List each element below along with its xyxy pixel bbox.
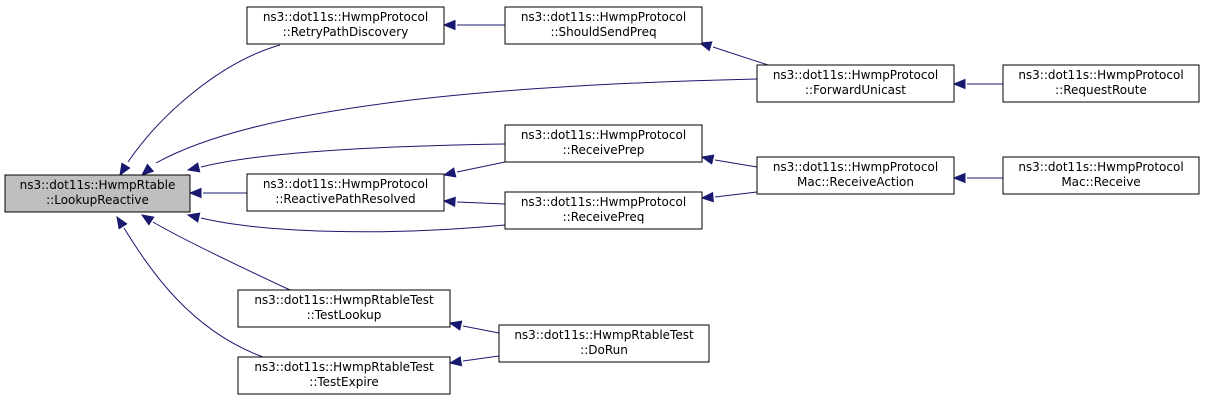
- edge-line: [200, 217, 506, 233]
- node-forward-unicast-line1: ns3::dot11s::HwmpProtocol: [773, 68, 938, 82]
- nodes-layer: ns3::dot11s::HwmpRtable ::LookupReactive…: [4, 6, 1200, 395]
- node-request-route-line1: ns3::dot11s::HwmpProtocol: [1018, 68, 1183, 82]
- edge-receive-preq-to-reactive-path-resolved: [442, 196, 506, 208]
- edge-reactive-path-resolved-to-lookup-reactive: [188, 187, 247, 199]
- edge-test-lookup-to-lookup-reactive: [140, 214, 291, 291]
- edge-forward-unicast-to-lookup-reactive: [140, 78, 758, 176]
- edge-should-send-preq-to-retry-path-discovery: [442, 19, 505, 31]
- node-forward-unicast[interactable]: ns3::dot11s::HwmpProtocol ::ForwardUnica…: [756, 64, 955, 103]
- edge-receive-action-to-receive-preq: [700, 191, 758, 203]
- node-do-run[interactable]: ns3::dot11s::HwmpRtableTest ::DoRun: [498, 324, 710, 363]
- node-should-send-preq[interactable]: ns3::dot11s::HwmpProtocol ::ShouldSendPr…: [504, 6, 703, 45]
- arrowhead: [116, 215, 128, 230]
- node-should-send-preq-line1: ns3::dot11s::HwmpProtocol: [521, 10, 686, 24]
- edge-receive-prep-to-reactive-path-resolved: [442, 161, 506, 178]
- node-do-run-line2: ::DoRun: [580, 343, 628, 357]
- arrowhead: [952, 172, 966, 184]
- node-receive-prep[interactable]: ns3::dot11s::HwmpProtocol ::ReceivePrep: [504, 124, 703, 163]
- edge-line: [127, 44, 281, 163]
- edge-forward-unicast-to-should-send-preq: [698, 41, 769, 66]
- edge-mac-receive-to-receive-action: [952, 172, 1003, 184]
- arrowhead: [186, 212, 201, 223]
- node-lookup-reactive-line2: ::LookupReactive: [46, 193, 149, 207]
- node-receive-action[interactable]: ns3::dot11s::HwmpProtocol Mac::ReceiveAc…: [756, 156, 955, 195]
- arrowhead: [140, 214, 155, 226]
- edge-line: [714, 159, 758, 168]
- arrowhead: [442, 167, 457, 178]
- node-reactive-path-resolved[interactable]: ns3::dot11s::HwmpProtocol ::ReactivePath…: [246, 173, 445, 212]
- node-do-run-line1: ns3::dot11s::HwmpRtableTest: [514, 328, 694, 342]
- node-test-expire-line2: ::TestExpire: [309, 375, 378, 389]
- node-request-route[interactable]: ns3::dot11s::HwmpProtocol ::RequestRoute: [1002, 64, 1200, 103]
- node-retry-path-discovery-line1: ns3::dot11s::HwmpProtocol: [263, 10, 428, 24]
- node-test-lookup-line2: ::TestLookup: [307, 308, 382, 322]
- edge-line: [155, 78, 758, 164]
- node-test-expire[interactable]: ns3::dot11s::HwmpRtableTest ::TestExpire: [237, 356, 451, 395]
- edge-line: [462, 355, 500, 362]
- edge-line: [123, 227, 264, 358]
- edge-line: [152, 221, 291, 291]
- node-receive-action-line1: ns3::dot11s::HwmpProtocol: [773, 160, 938, 174]
- node-test-lookup[interactable]: ns3::dot11s::HwmpRtableTest ::TestLookup: [237, 289, 451, 328]
- edge-line: [200, 143, 506, 168]
- edge-line: [714, 191, 758, 198]
- edge-retry-path-discovery-to-lookup-reactive: [119, 44, 281, 177]
- node-request-route-line2: ::RequestRoute: [1055, 83, 1147, 97]
- node-receive-preq-line1: ns3::dot11s::HwmpProtocol: [521, 195, 686, 209]
- node-lookup-reactive-line1: ns3::dot11s::HwmpRtable: [20, 178, 176, 192]
- node-receive-prep-line1: ns3::dot11s::HwmpProtocol: [521, 128, 686, 142]
- arrowhead: [186, 162, 201, 173]
- node-test-lookup-line1: ns3::dot11s::HwmpRtableTest: [254, 293, 434, 307]
- edge-line: [456, 161, 506, 173]
- node-receive-preq-line2: ::ReceivePreq: [563, 210, 645, 224]
- node-retry-path-discovery[interactable]: ns3::dot11s::HwmpProtocol ::RetryPathDis…: [246, 6, 445, 45]
- arrowhead: [952, 78, 966, 90]
- arrowhead: [448, 320, 463, 331]
- node-mac-receive-line2: Mac::Receive: [1061, 175, 1140, 189]
- edge-receive-preq-to-lookup-reactive: [186, 212, 506, 233]
- edge-do-run-to-test-lookup: [448, 320, 500, 334]
- arrowhead: [140, 163, 155, 176]
- edge-request-route-to-forward-unicast: [952, 78, 1003, 90]
- edge-receive-prep-to-lookup-reactive: [186, 143, 506, 173]
- node-receive-action-line2: Mac::ReceiveAction: [797, 175, 914, 189]
- node-should-send-preq-line2: ::ShouldSendPreq: [550, 25, 656, 39]
- node-reactive-path-resolved-line2: ::ReactivePathResolved: [275, 192, 415, 206]
- edge-line: [462, 325, 500, 334]
- edge-test-expire-to-lookup-reactive: [116, 215, 264, 358]
- node-retry-path-discovery-line2: ::RetryPathDiscovery: [283, 25, 409, 39]
- edge-do-run-to-test-expire: [448, 355, 500, 367]
- node-lookup-reactive[interactable]: ns3::dot11s::HwmpRtable ::LookupReactive: [4, 174, 191, 213]
- node-forward-unicast-line2: ::ForwardUnicast: [805, 83, 906, 97]
- edge-line: [456, 201, 506, 205]
- arrowhead: [698, 41, 713, 52]
- node-mac-receive[interactable]: ns3::dot11s::HwmpProtocol Mac::Receive: [1002, 156, 1200, 195]
- node-test-expire-line1: ns3::dot11s::HwmpRtableTest: [254, 360, 434, 374]
- node-mac-receive-line1: ns3::dot11s::HwmpProtocol: [1018, 160, 1183, 174]
- arrowhead: [448, 356, 463, 367]
- edges-layer: [116, 19, 1003, 367]
- edge-line: [712, 46, 769, 66]
- node-receive-preq[interactable]: ns3::dot11s::HwmpProtocol ::ReceivePreq: [504, 191, 703, 230]
- arrowhead: [442, 19, 456, 31]
- node-receive-prep-line2: ::ReceivePrep: [563, 143, 645, 157]
- arrowhead: [700, 154, 715, 165]
- arrowhead: [442, 196, 456, 208]
- arrowhead: [119, 162, 131, 177]
- arrowhead: [188, 187, 202, 199]
- edge-receive-action-to-receive-prep: [700, 154, 758, 168]
- arrowhead: [700, 191, 714, 203]
- node-reactive-path-resolved-line1: ns3::dot11s::HwmpProtocol: [263, 177, 428, 191]
